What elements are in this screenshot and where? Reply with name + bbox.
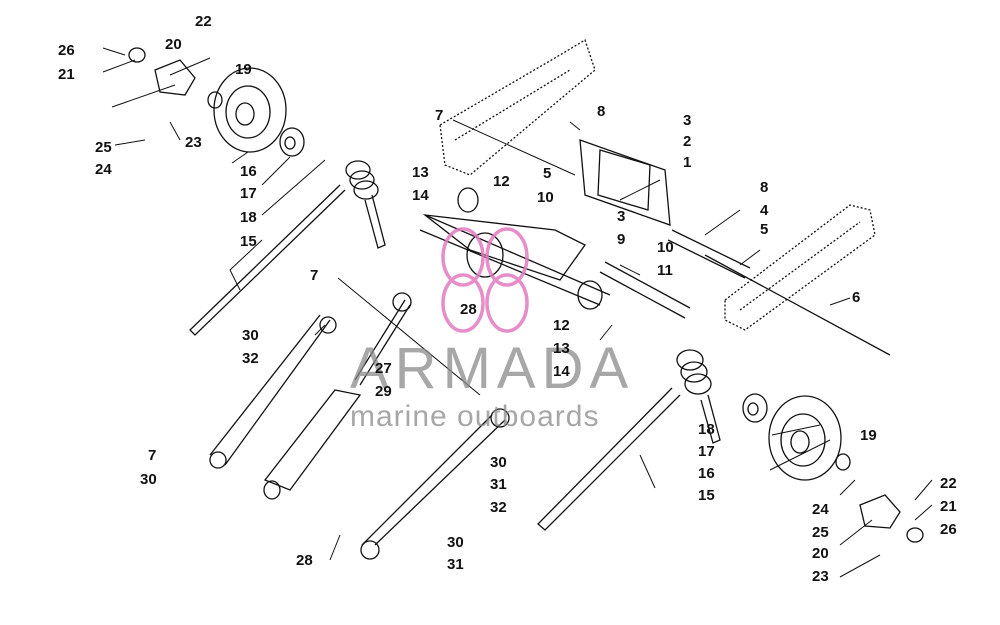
idler-wheel-lower-right [769,396,841,480]
callout-label: 22 [940,475,957,492]
callout-label: 19 [235,61,252,78]
callout-label: 5 [543,165,552,182]
spring-upper-left [190,161,385,335]
callout-label: 32 [490,499,507,516]
bearing-lower-right [743,394,767,422]
bracket-upper-left [129,48,222,108]
callout-label: 18 [240,209,257,226]
callout-label: 24 [95,161,112,178]
callout-label: 14 [553,363,570,380]
callout-label: 12 [553,317,570,334]
callout-label: 26 [58,42,75,59]
callout-label: 3 [683,112,692,129]
callout-label: 10 [537,189,554,206]
callout-label: 17 [698,443,715,460]
bushing-12-lower [578,281,602,309]
callout-label: 20 [165,36,182,53]
callout-label: 11 [657,262,673,279]
leader-lines [103,48,932,577]
bracket-lower-right [836,454,923,542]
callout-label: 13 [412,164,429,181]
callout-label: 10 [657,239,674,256]
callout-label: 22 [195,13,212,30]
callout-label: 7 [435,107,444,124]
callout-label: 28 [296,552,313,569]
rocker-arm-center [420,215,610,305]
callout-label: 16 [698,465,715,482]
callout-label: 31 [447,556,464,573]
callout-label: 8 [760,179,769,196]
callout-label: 6 [852,289,861,306]
callout-label: 15 [240,233,257,250]
callout-label: 8 [597,103,606,120]
callout-label: 7 [310,267,319,284]
callout-label: 18 [698,421,715,438]
callout-label: 20 [812,545,829,562]
callout-label: 21 [58,66,75,83]
callout-label: 28 [460,301,477,318]
link-arm-right [361,409,509,559]
spring-lower-right [538,350,720,530]
callout-label: 25 [812,524,829,541]
callout-label: 26 [940,521,957,538]
callout-label: 31 [490,476,507,493]
idler-wheel-upper-left [214,68,286,152]
bearing-upper-left [280,128,304,156]
callout-label: 29 [375,383,392,400]
watermark-brand: ARMADA [350,336,635,401]
callout-label: 32 [242,350,259,367]
callout-label: 15 [698,487,715,504]
flower-logo-icon [415,225,555,335]
callout-label: 2 [683,133,692,150]
callout-label: 30 [140,471,157,488]
callout-label: 3 [617,208,626,225]
callout-label: 19 [860,427,877,444]
callout-label: 14 [412,187,429,204]
callout-label: 7 [148,447,157,464]
callout-label: 24 [812,501,829,518]
callout-label: 5 [760,221,769,238]
rail-left-upper [440,40,595,175]
callout-label: 23 [812,568,829,585]
bracket-frame-top [580,140,670,225]
callout-label: 12 [493,173,510,190]
rail-right-lower [725,205,875,330]
callout-label: 27 [375,360,392,377]
callout-label: 30 [242,327,259,344]
callout-label: 21 [940,498,957,515]
callout-label: 9 [617,231,626,248]
link-arm-left [210,315,336,468]
shock-absorber [264,293,411,499]
callout-label: 1 [683,154,692,171]
watermark-tagline: marine outboards [350,400,600,433]
callout-label: 30 [447,534,464,551]
callout-label: 25 [95,139,112,156]
callout-label: 30 [490,454,507,471]
callout-label: 13 [553,340,570,357]
callout-label: 16 [240,163,257,180]
callout-label: 23 [185,134,202,151]
bushing-12-upper [458,188,478,212]
shafts-right [600,230,890,355]
callout-label: 4 [760,202,769,219]
callout-label: 17 [240,185,257,202]
